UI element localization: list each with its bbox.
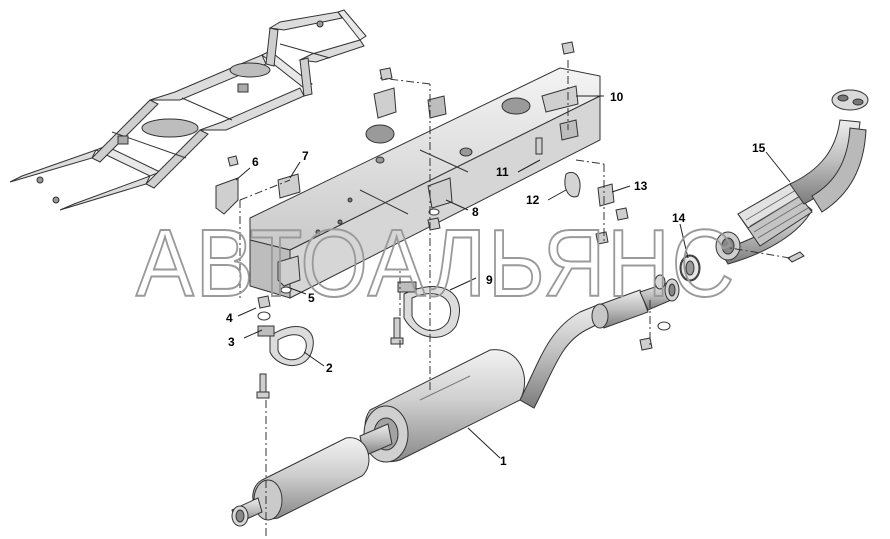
bracket-10 (541, 85, 579, 141)
hanger-12 (564, 172, 581, 198)
bracket-7 (277, 173, 301, 199)
leader-lines (235, 95, 791, 459)
callout-12: 12 (526, 193, 540, 207)
clamp-9 (397, 281, 460, 338)
main-muffler (359, 349, 525, 463)
callout-15: 15 (752, 141, 766, 155)
callout-7: 7 (302, 149, 309, 163)
callout-10: 10 (610, 90, 624, 104)
assembly-lines (239, 60, 791, 538)
callout-11: 11 (496, 165, 509, 179)
intermediate-pipe (519, 255, 700, 409)
callout-5: 5 (308, 291, 315, 305)
bracket-5 (277, 255, 301, 287)
watermark: АВТОАЛЬЯНС (136, 210, 736, 317)
callout-1: 1 (500, 454, 507, 468)
callout-13: 13 (634, 179, 648, 193)
front-pipe-catalytic-converter (715, 89, 869, 265)
clamp-2 (257, 325, 314, 366)
callout-2: 2 (326, 361, 333, 375)
callout-9: 9 (486, 273, 493, 287)
callout-14: 14 (672, 211, 686, 225)
callout-3: 3 (228, 335, 235, 349)
callout-6: 6 (252, 155, 259, 169)
rear-silencer-tailpipe (231, 437, 370, 527)
callout-8: 8 (472, 205, 479, 219)
bracket-6 (215, 177, 239, 215)
bracket-13 (597, 183, 615, 207)
gasket-14 (679, 254, 701, 282)
chassis-frame-thumbnail (9, 9, 367, 211)
callout-4: 4 (226, 311, 233, 325)
